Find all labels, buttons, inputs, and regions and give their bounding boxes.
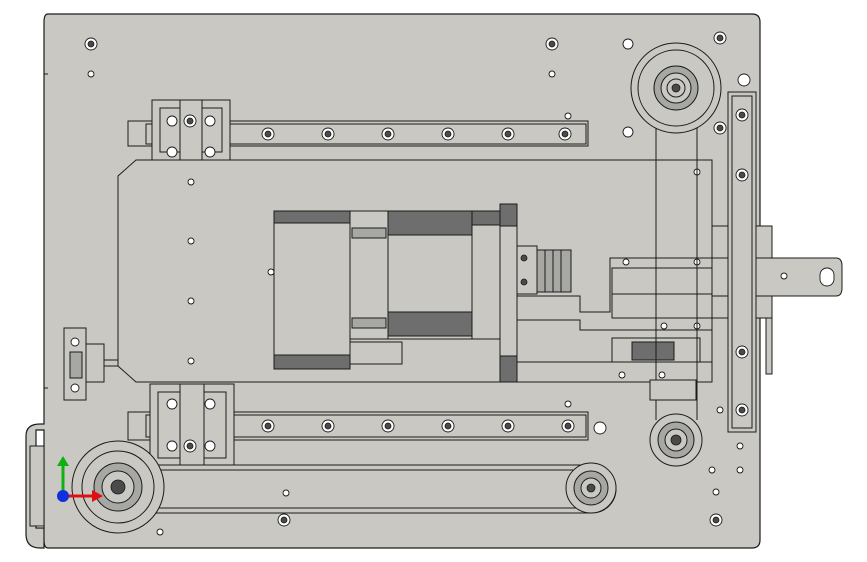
horizontal-belt <box>119 464 617 514</box>
triad-x-arrow <box>92 490 103 502</box>
upper-slider-block <box>151 99 231 161</box>
bottom-idler-pulley <box>565 462 617 514</box>
coordinate-triad <box>57 456 103 502</box>
lower-rail-bolt-holes <box>261 419 575 433</box>
bottom-left-drive-pulley <box>71 440 165 534</box>
triad-z-axis <box>57 490 69 502</box>
plate-mounting-holes <box>84 31 751 536</box>
left-bearing-block <box>63 327 119 401</box>
base-tab <box>29 445 45 527</box>
bottom-right-idler-pulley <box>649 379 703 467</box>
vertical-linear-rail <box>727 91 757 433</box>
upper-rail-bolt-holes <box>261 127 572 141</box>
top-right-pulley <box>630 42 722 134</box>
triad-y-arrow <box>57 456 69 466</box>
vertical-belt <box>655 100 698 420</box>
output-bracket <box>516 257 713 383</box>
stepper-motor <box>273 203 572 383</box>
